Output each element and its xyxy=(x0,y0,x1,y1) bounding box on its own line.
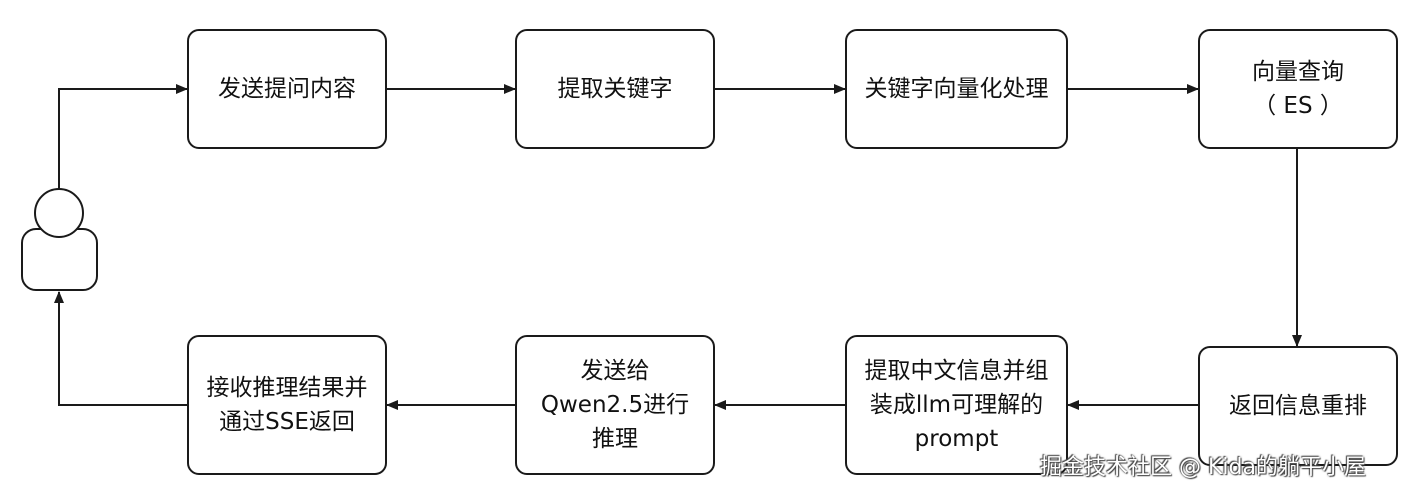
node-send-qwen-line-1: 发送给 xyxy=(580,358,650,384)
node-vector-query-line-1: 向量查询 xyxy=(1252,59,1344,85)
node-vector-query-line-2: （ ES ） xyxy=(1253,93,1343,119)
user-icon xyxy=(21,188,98,291)
node-receive-result: 接收推理结果并 通过SSE返回 xyxy=(187,335,387,475)
watermark: 掘金技术社区 @ Kida的躺平小屋 xyxy=(1040,455,1366,480)
node-keyword-vectorize-line-1: 关键字向量化处理 xyxy=(864,76,1049,102)
node-build-prompt-line-2: 装成llm可理解的 xyxy=(869,392,1044,418)
arrow-user-to-send xyxy=(58,84,188,190)
node-build-prompt-line-3: prompt xyxy=(914,426,999,452)
arrow-receive-to-user xyxy=(54,291,187,406)
node-send-question: 发送提问内容 xyxy=(187,29,387,149)
node-receive-result-line-2: 通过SSE返回 xyxy=(219,409,355,435)
node-send-qwen: 发送给 Qwen2.5进行 推理 xyxy=(515,335,715,475)
node-keyword-vectorize: 关键字向量化处理 xyxy=(845,29,1068,149)
node-vector-query: 向量查询 （ ES ） xyxy=(1198,29,1398,149)
node-send-qwen-line-2: Qwen2.5进行 xyxy=(540,392,690,418)
node-receive-result-line-1: 接收推理结果并 xyxy=(206,375,368,401)
node-rerank-line-1: 返回信息重排 xyxy=(1229,393,1367,419)
node-build-prompt: 提取中文信息并组 装成llm可理解的 prompt xyxy=(845,335,1068,475)
node-send-question-line-1: 发送提问内容 xyxy=(218,76,356,102)
node-extract-keywords-line-1: 提取关键字 xyxy=(557,76,673,102)
node-send-qwen-line-3: 推理 xyxy=(592,426,638,452)
node-rerank: 返回信息重排 xyxy=(1198,346,1398,466)
node-extract-keywords: 提取关键字 xyxy=(515,29,715,149)
node-build-prompt-line-1: 提取中文信息并组 xyxy=(864,358,1049,384)
